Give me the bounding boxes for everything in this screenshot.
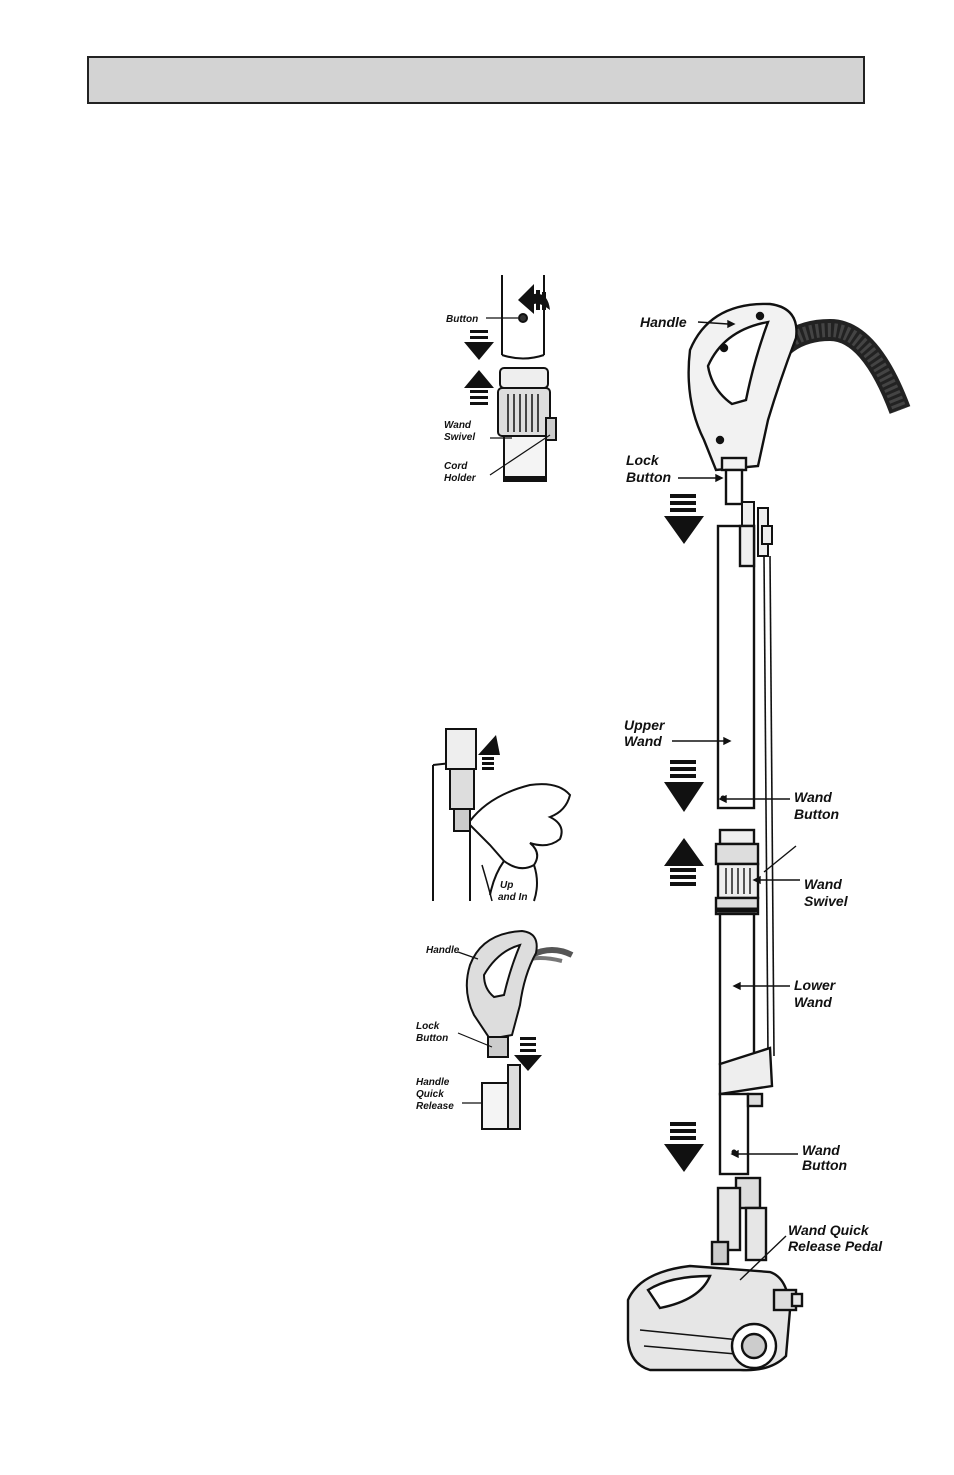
- inset-bottom-hqr-label-2: Quick: [416, 1089, 444, 1100]
- main-wand-button-1-label-1: Wand: [794, 789, 832, 805]
- main-wqr-label-2: Release Pedal: [788, 1238, 883, 1254]
- inset-bottom-hqr-label-1: Handle: [416, 1077, 450, 1088]
- inset-top-button-label: Button: [446, 314, 478, 325]
- inset-mid-up-label: Up: [500, 880, 513, 891]
- main-lower-wand-label-1: Lower: [794, 977, 837, 993]
- inset-top-cord-holder-label-1: Cord: [444, 461, 468, 472]
- main-lower-wand-label-2: Wand: [794, 994, 832, 1010]
- header-bar: [87, 56, 865, 104]
- inset-bottom-handle-label: Handle: [426, 945, 460, 956]
- inset-bottom-hqr-label-3: Release: [416, 1101, 454, 1112]
- main-handle-label: Handle: [640, 314, 687, 330]
- inset-top-wand-swivel-label-2: Swivel: [444, 432, 475, 443]
- main-upper-wand-label-1: Upper: [624, 717, 666, 733]
- main-upper-wand-label-2: Wand: [624, 733, 662, 749]
- main-wand-swivel-label-1: Wand: [804, 876, 842, 892]
- inset-top-wand-swivel-label-1: Wand: [444, 420, 472, 431]
- main-wand-button-2-label-1: Wand: [802, 1142, 840, 1158]
- inset-handle-quick-release: Handle Lock Button Handle Quick Release: [416, 929, 574, 1130]
- assembly-arrows: [664, 494, 704, 1172]
- main-wand-button-2-label-2: Button: [802, 1157, 847, 1173]
- main-wand-swivel-label-2: Swivel: [804, 893, 849, 909]
- main-lock-label-2: Button: [626, 469, 671, 485]
- inset-bottom-lock-label-2: Button: [416, 1033, 448, 1044]
- main-wand-button-1-label-2: Button: [794, 806, 839, 822]
- inset-mid-and-in-label: and In: [498, 892, 527, 903]
- inset-cord-insertion: Up and In: [432, 728, 572, 903]
- inset-top-cord-holder-label-2: Holder: [444, 473, 477, 484]
- main-wqr-label-1: Wand Quick: [788, 1222, 870, 1238]
- inset-bottom-lock-label-1: Lock: [416, 1021, 440, 1032]
- inset-wand-swivel: Button Wand Swivel Cord Holder: [444, 275, 557, 484]
- main-assembly-diagram: Handle Lock Button Upper Wand Wand Butto…: [624, 302, 911, 1372]
- main-lock-label-1: Lock: [626, 452, 660, 468]
